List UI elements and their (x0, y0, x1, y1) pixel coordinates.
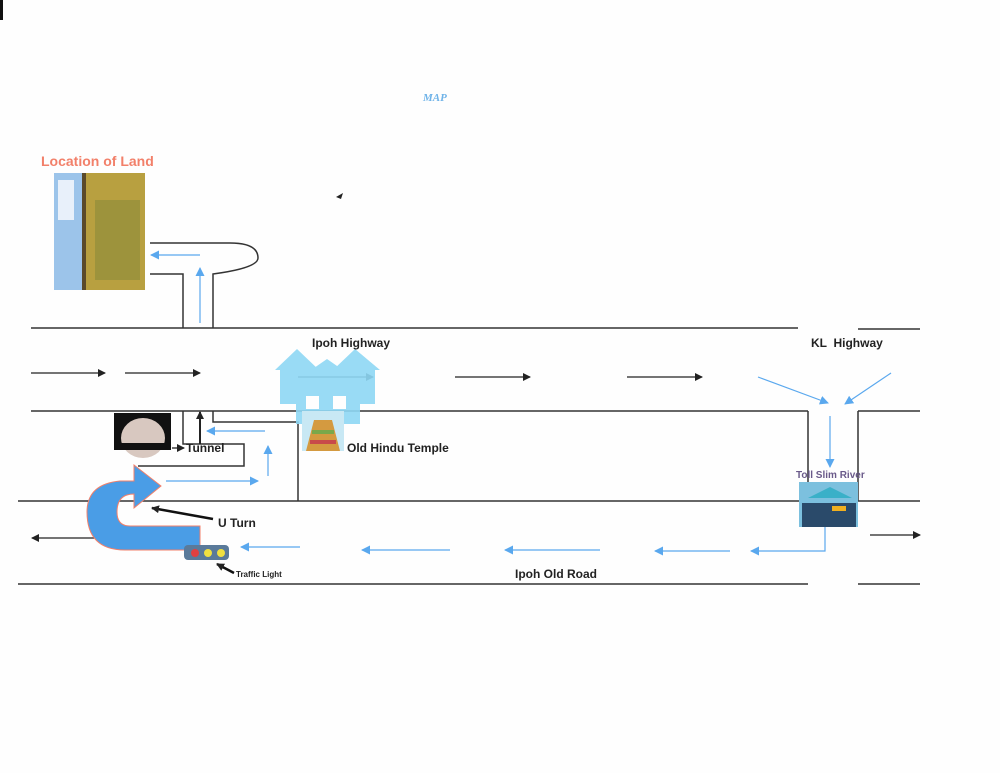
toll-slim-river-label: Toll Slim River (796, 470, 865, 481)
tunnel-label: Tunnel (186, 441, 225, 455)
location-of-land-label: Location of Land (41, 153, 154, 169)
ipoh-highway-label: Ipoh Highway (312, 336, 390, 350)
traffic-light-pointer (216, 562, 235, 575)
u-turn-arrow-icon (86, 463, 201, 551)
land-photo (54, 173, 145, 290)
old-hindu-temple-label: Old Hindu Temple (347, 441, 449, 455)
traffic-light-label: Traffic Light (236, 570, 282, 579)
traffic-direction-arrows (31, 369, 921, 542)
tunnel-photo (114, 413, 171, 458)
map-title: MAP (423, 92, 447, 104)
ipoh-old-road-label: Ipoh Old Road (515, 567, 597, 581)
kl-highway-label: KL Highway (811, 336, 883, 350)
route-arrows (150, 250, 892, 556)
toll-plaza-photo (799, 482, 858, 527)
u-turn-pointer (151, 505, 214, 521)
house-icon (275, 349, 380, 424)
traffic-light-icon (184, 545, 229, 560)
temple-photo (302, 411, 344, 451)
scan-edge-mark (0, 0, 3, 20)
stray-mark (336, 193, 343, 199)
u-turn-label: U Turn (218, 516, 256, 530)
road-lines (18, 242, 920, 585)
